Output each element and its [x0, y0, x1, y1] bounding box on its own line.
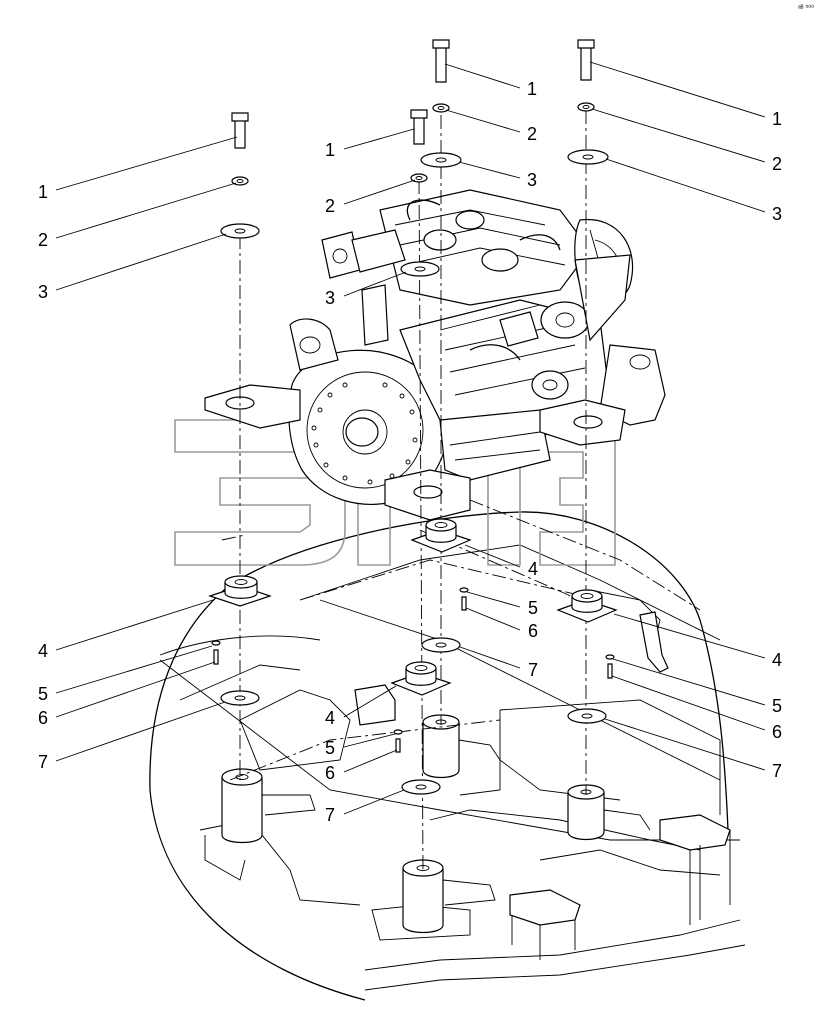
- callout-3: 3: [527, 170, 537, 190]
- fastener-stack-center-left: [400, 109, 440, 277]
- rubber-mount-center-front: [390, 661, 452, 795]
- callout-1: 1: [38, 182, 48, 202]
- rubber-mount-left: [208, 575, 272, 706]
- callout-5: 5: [38, 684, 48, 704]
- callout-5: 5: [772, 696, 782, 716]
- fastener-stack-right: [567, 39, 609, 165]
- rubber-mount-right: [556, 589, 618, 724]
- callout-3: 3: [772, 204, 782, 224]
- rubber-mount-center-back: [410, 518, 472, 653]
- callout-2: 2: [772, 154, 782, 174]
- leader-lines: [55, 61, 766, 815]
- callout-6: 6: [772, 722, 782, 742]
- callout-4: 4: [38, 641, 48, 661]
- corner-mark: ᵃᴮ ⁰⁰⁰: [798, 4, 814, 12]
- callout-6: 6: [528, 621, 538, 641]
- callout-1: 1: [527, 79, 537, 99]
- callout-7: 7: [528, 660, 538, 680]
- callout-7: 7: [325, 805, 335, 825]
- callout-5: 5: [528, 598, 538, 618]
- callout-4: 4: [772, 650, 782, 670]
- callout-6: 6: [38, 708, 48, 728]
- upper-frame: [149, 511, 746, 1001]
- callout-3: 3: [325, 288, 335, 308]
- callout-5: 5: [325, 738, 335, 758]
- callout-1: 1: [772, 109, 782, 129]
- fastener-stack-left: [220, 112, 260, 239]
- callout-1: 1: [325, 140, 335, 160]
- fastener-stack-center-right: [420, 39, 462, 168]
- engine-assembly: [204, 189, 666, 521]
- callout-7: 7: [38, 752, 48, 772]
- callout-3: 3: [38, 282, 48, 302]
- callout-4: 4: [325, 708, 335, 728]
- callout-labels: 1 2 3 1 2 3 1 2 3 1 2 3 4 5 6 7 4 5 6 7 …: [38, 79, 782, 825]
- callout-2: 2: [325, 196, 335, 216]
- callout-7: 7: [772, 761, 782, 781]
- callout-2: 2: [527, 124, 537, 144]
- callout-6: 6: [325, 763, 335, 783]
- callout-4: 4: [528, 559, 538, 579]
- callout-2: 2: [38, 230, 48, 250]
